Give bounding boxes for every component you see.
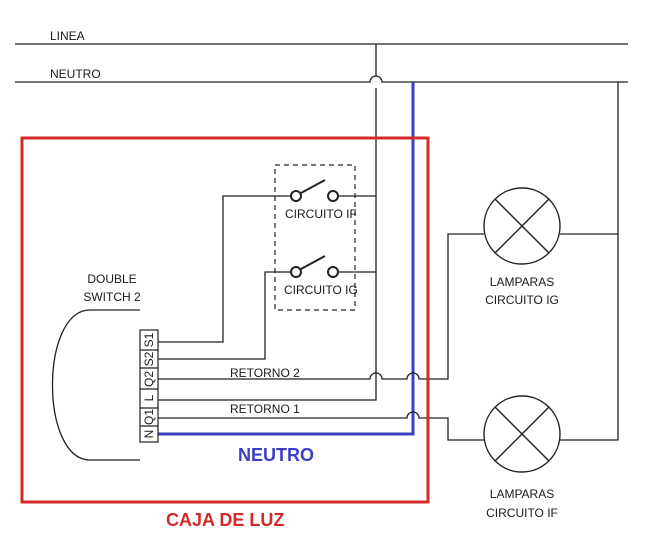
linea-label: LINEA	[50, 29, 85, 43]
retorno2-wire	[158, 233, 484, 380]
terminal-q1: Q1	[142, 409, 156, 425]
switch-ig-label: CIRCUITO IG	[284, 283, 358, 297]
terminal-l: L	[142, 394, 156, 401]
switch-box	[274, 164, 356, 311]
switch-if-contact-right	[327, 190, 339, 202]
lamp-ig-icon	[483, 187, 561, 265]
device-name-line2: SWITCH 2	[83, 290, 141, 304]
neutro-wire-label: NEUTRO	[238, 445, 314, 465]
neutral-wire-blue	[158, 82, 415, 436]
terminal-s1: S1	[142, 332, 156, 347]
neutro-bus	[15, 75, 628, 83]
s2-wire	[158, 271, 291, 360]
lamp-ig-label-line2: CIRCUITO IG	[485, 293, 559, 307]
switch-ig-lever	[300, 255, 326, 270]
caja-de-luz-label: CAJA DE LUZ	[166, 510, 284, 530]
retorno2-label: RETORNO 2	[230, 366, 300, 380]
device-name-line1: DOUBLE	[87, 272, 136, 286]
lamp-if-label-line1: LAMPARAS	[490, 487, 554, 501]
lamp-ig-label-line1: LAMPARAS	[490, 275, 554, 289]
terminal-n: N	[142, 430, 156, 439]
retorno1-label: RETORNO 1	[230, 402, 300, 416]
switch-ig-contact-right	[327, 266, 339, 278]
terminal-s2: S2	[142, 351, 156, 366]
terminal-strip	[139, 329, 159, 443]
switch-ig-contact-left	[290, 266, 302, 278]
terminal-block: S1 S2 Q2 L Q1 N	[139, 329, 159, 443]
lamp-if-label-line2: CIRCUITO IF	[486, 506, 558, 520]
neutral-return-riser	[560, 82, 619, 441]
line-feed-wire	[158, 44, 377, 401]
switch-if-contact-left	[290, 190, 302, 202]
switch-if-lever	[300, 179, 326, 194]
caja-de-luz-box	[20, 136, 430, 504]
double-switch-body	[51, 309, 140, 461]
switch-if-label: CIRCUITO IF	[285, 207, 357, 221]
s1-wire	[158, 195, 291, 343]
neutro-bus-label: NEUTRO	[50, 67, 101, 81]
lamp-if-icon	[483, 395, 561, 473]
retorno1-wire	[158, 411, 484, 441]
terminal-q2: Q2	[142, 371, 156, 387]
